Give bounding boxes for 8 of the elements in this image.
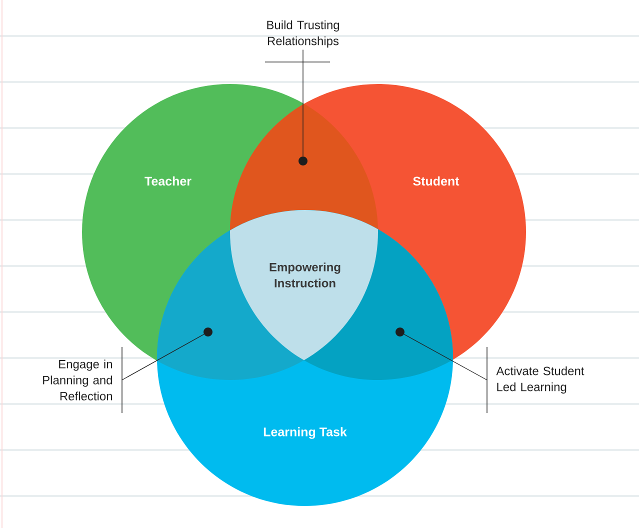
leader-line [302, 49, 304, 157]
dot-marker [396, 328, 404, 336]
dot-marker [298, 156, 308, 166]
center-region: Empowering Instruction [270, 262, 340, 288]
leader-line [122, 334, 204, 380]
dot-marker [204, 328, 212, 336]
leader-line [404, 334, 488, 380]
callout-text: Build Trusting Relationships [264, 20, 340, 62]
